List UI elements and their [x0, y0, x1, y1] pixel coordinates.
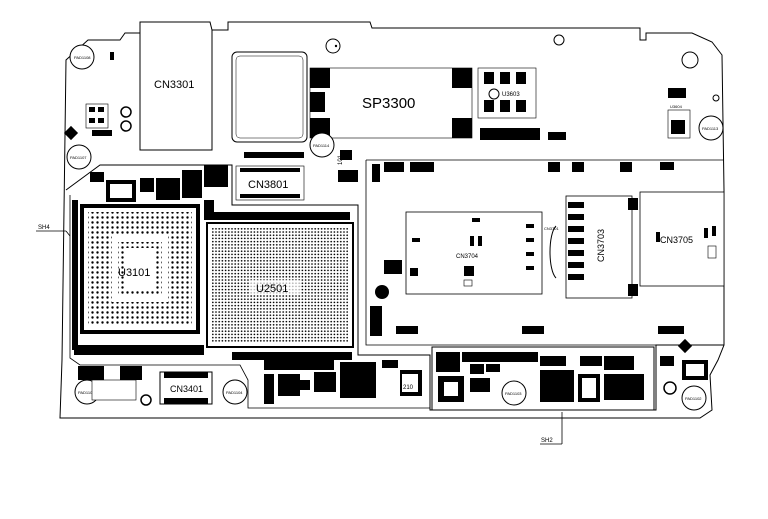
- cn3705-label: CN3705: [660, 235, 693, 245]
- sh2-label: SH2: [541, 438, 553, 444]
- svg-text:PAD1103: PAD1103: [505, 391, 522, 396]
- cn3701-label: CN3701: [544, 226, 559, 231]
- cn3301-label: CN3301: [154, 79, 194, 91]
- inner-frame-left: [65, 164, 724, 411]
- cn3704-label: CN3704: [456, 254, 479, 260]
- cn3401-label: CN3401: [170, 384, 203, 394]
- svg-text:PAD1106: PAD1106: [78, 390, 95, 395]
- cn3705-connector: [639, 191, 725, 287]
- r210-label: 210: [403, 385, 414, 391]
- svg-text:PAD1113: PAD1113: [702, 126, 719, 131]
- cn3704-connector: [405, 211, 543, 295]
- sp3300-label: SP3300: [362, 95, 415, 112]
- shield-sh2-outline: [431, 346, 655, 411]
- u2501-label: U2501: [256, 283, 288, 295]
- pad1113: [698, 115, 724, 141]
- fiducial: [375, 285, 389, 299]
- pad1103: [501, 380, 527, 406]
- component-row-top: [244, 128, 674, 182]
- u3603-label: U3603: [502, 92, 520, 98]
- shield-sh4-outline: [69, 195, 430, 409]
- svg-text:PAD1107: PAD1107: [70, 155, 87, 160]
- cn3801-label: CN3801: [248, 179, 288, 191]
- sh4-label: SH4: [38, 225, 50, 231]
- svg-text:PAD1104: PAD1104: [226, 390, 243, 395]
- cn3703-label: CN3703: [596, 229, 606, 262]
- pad1108-label: PAD1108: [74, 55, 91, 60]
- u3101-label: U3101: [118, 267, 150, 279]
- sp-frame: [139, 30, 213, 151]
- svg-text:PAD1114: PAD1114: [313, 143, 330, 148]
- cn3703-connector: [565, 195, 633, 299]
- mount-hole: [69, 44, 95, 70]
- sp3300-body: [309, 67, 473, 139]
- u3604-label: U3604: [670, 104, 683, 109]
- sp3300-shield: [231, 51, 308, 143]
- r101-label: 101: [338, 154, 344, 165]
- pad1114: [309, 132, 335, 158]
- svg-text:PAD1102: PAD1102: [685, 396, 702, 401]
- pad1104: [222, 379, 248, 405]
- pad1102: [681, 385, 707, 411]
- right-area-outline: [365, 159, 724, 346]
- pad1107: [66, 144, 92, 170]
